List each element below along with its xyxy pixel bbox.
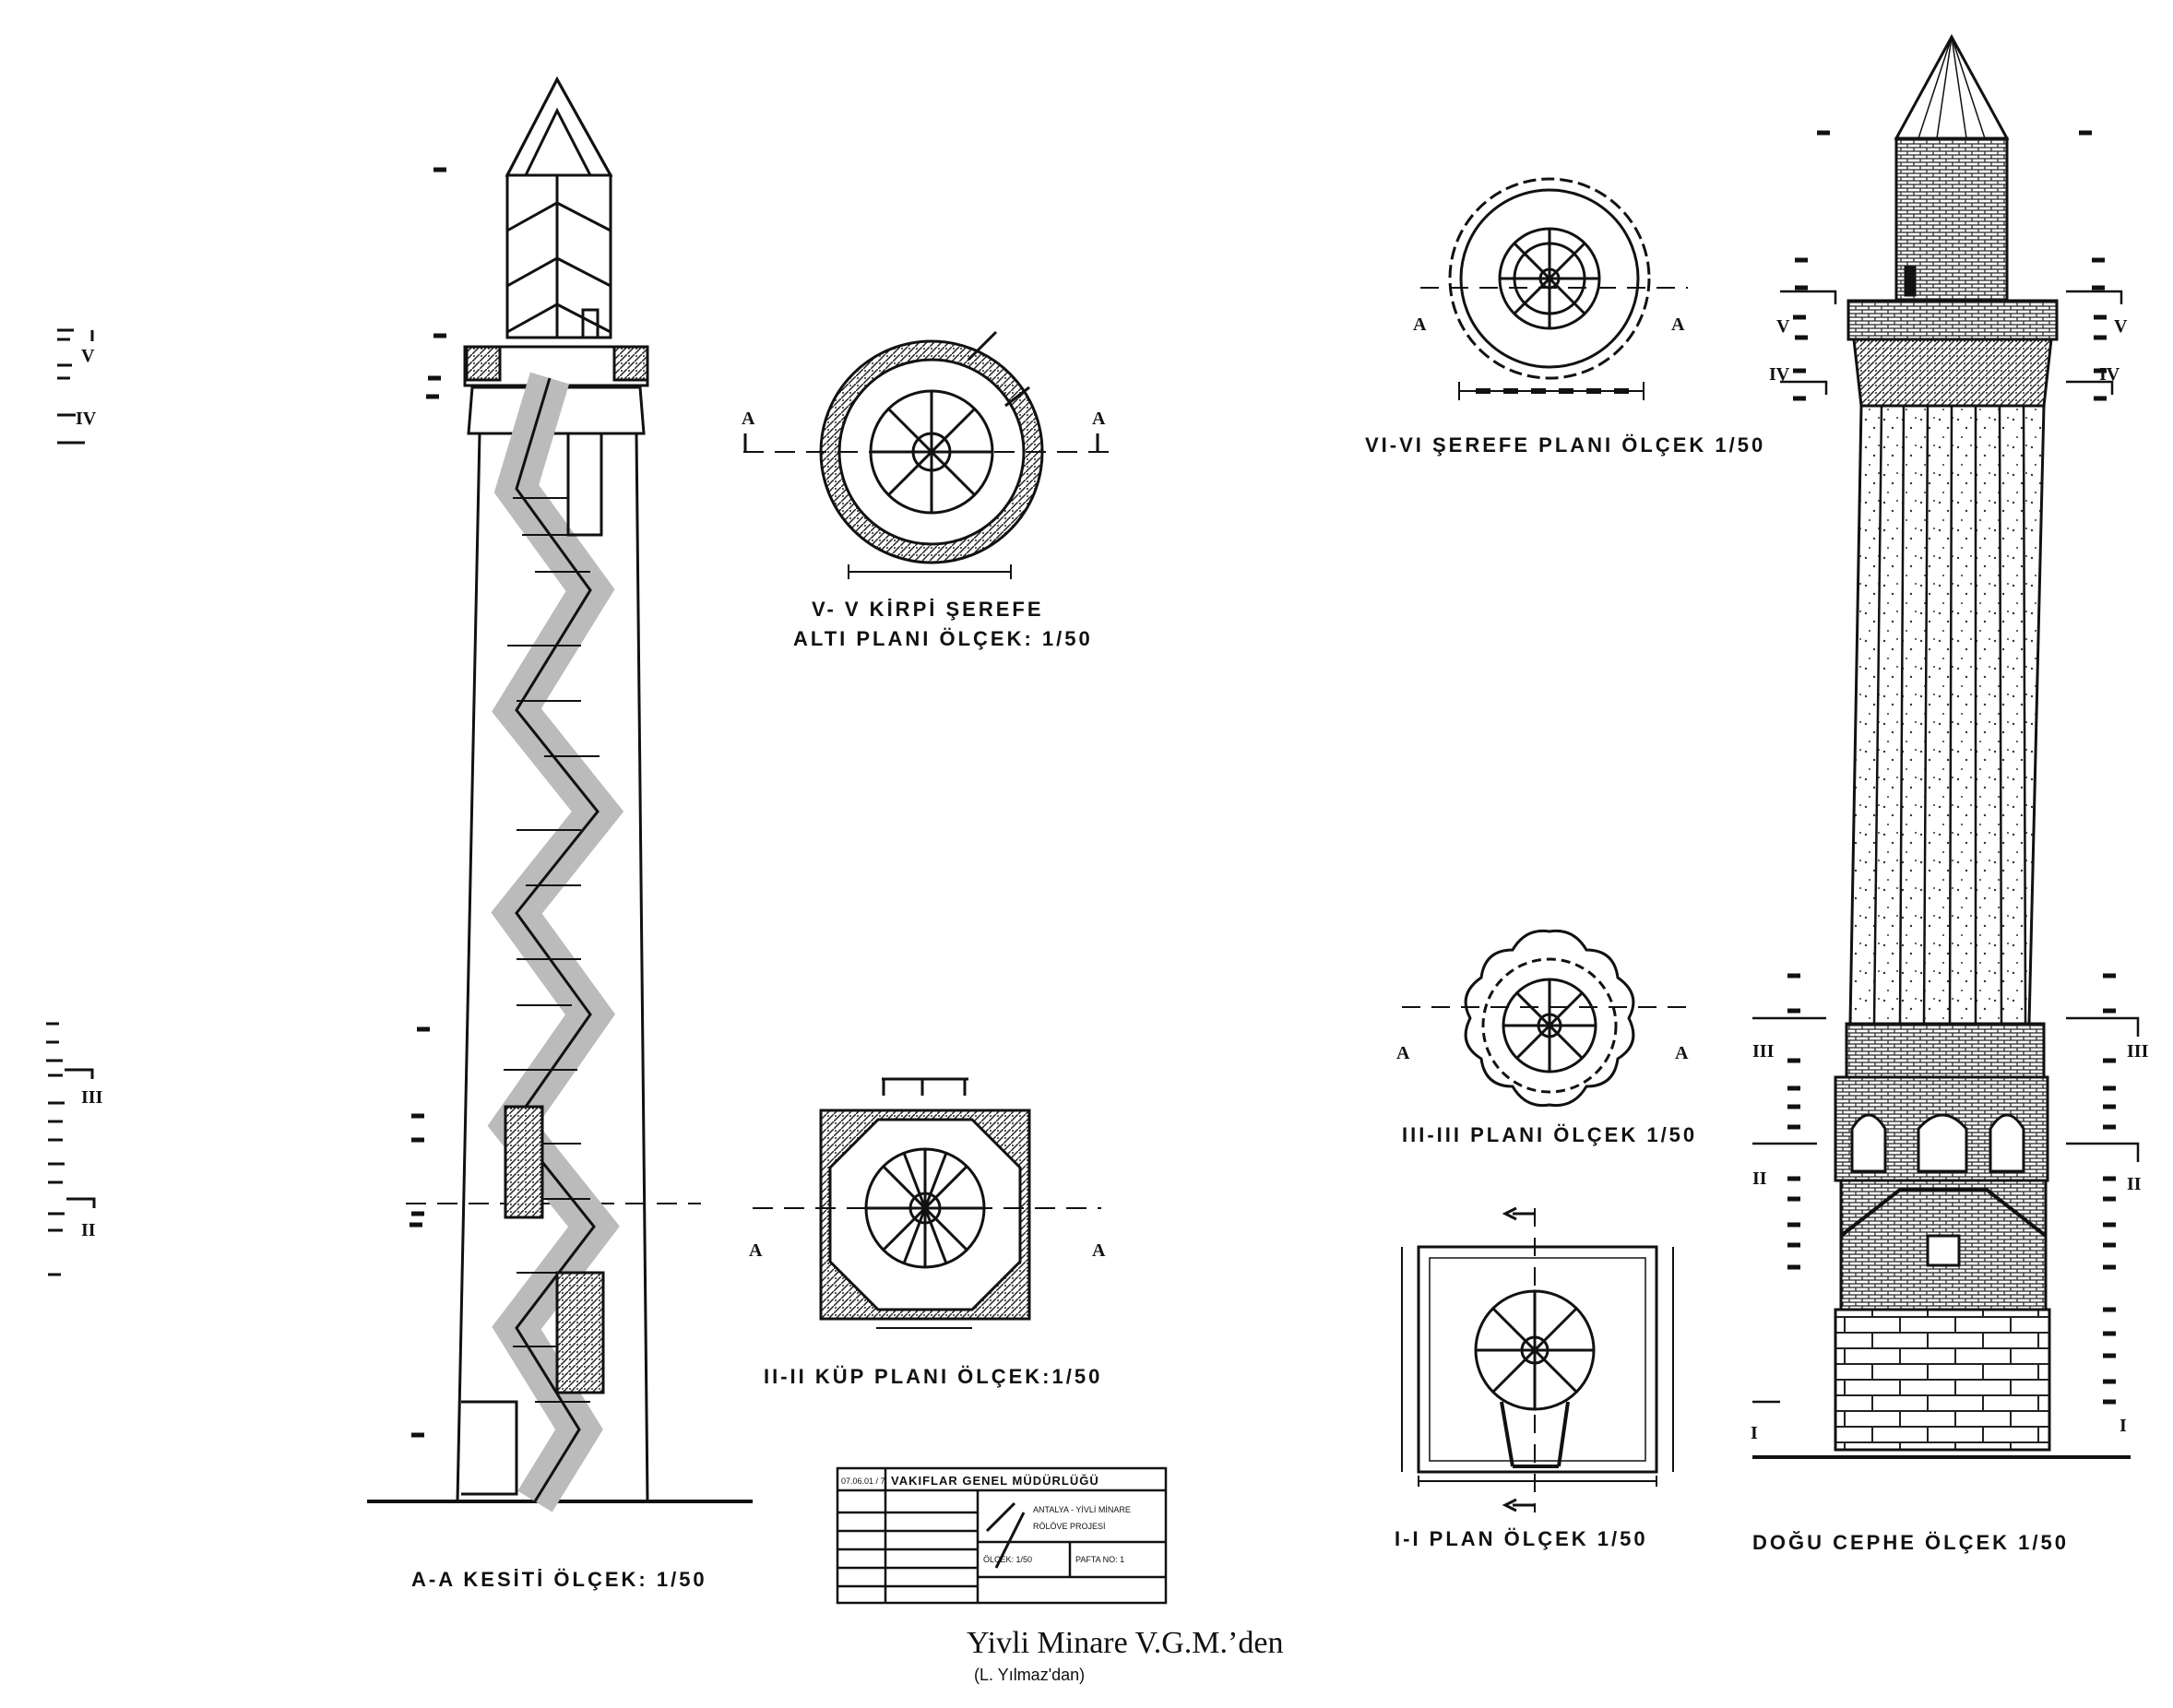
mark-a-plan-ii-left: A [749, 1240, 763, 1261]
section-spire [505, 76, 613, 177]
elevation-balcony [1846, 299, 2059, 341]
mark-ii-elevation-right: II [2127, 1174, 2142, 1194]
plan-iii-iii: A A [1396, 929, 1693, 1108]
plan-iii-label: III-III PLANI ÖLÇEK 1/50 [1402, 1123, 1697, 1146]
caption-title: Yivli Minare V.G.M.’den [967, 1626, 1283, 1660]
title-block [836, 1466, 1168, 1605]
title-block-sheet: PAFTA NO: 1 [1075, 1555, 1124, 1564]
caption-credit: (L. Yılmaz'dan) [974, 1666, 1085, 1684]
title-block-agency: VAKIFLAR GENEL MÜDÜRLÜĞÜ [891, 1474, 1099, 1488]
mark-a-plan-v-right: A [1092, 409, 1106, 429]
mark-a-plan-iii-right: A [1675, 1043, 1689, 1063]
section-lantern [505, 173, 612, 339]
section-a-a [367, 76, 753, 1512]
mark-ii-left: II [81, 1220, 96, 1240]
plan-ii-label: II-II KÜP PLANI ÖLÇEK:1/50 [764, 1365, 1102, 1388]
plan-i-label: I-I PLAN ÖLÇEK 1/50 [1395, 1527, 1648, 1550]
mark-iii-left: III [81, 1087, 103, 1108]
section-shaft-walls [456, 433, 649, 1502]
mark-v-elevation-right: V [2114, 316, 2128, 337]
title-block-project-type: RÖLÖVE PROJESİ [1033, 1522, 1106, 1531]
plan-vi-vi: A A [1413, 177, 1688, 400]
plan-i-i [1401, 1206, 1674, 1512]
elevation-spire [1894, 33, 2010, 140]
mark-a-plan-iii-left: A [1396, 1043, 1410, 1063]
plan-v-label-line2: ALTI PLANI ÖLÇEK: 1/50 [793, 627, 1093, 650]
mark-v-left: V [81, 346, 95, 366]
elevation-label: DOĞU CEPHE ÖLÇEK 1/50 [1752, 1531, 2069, 1554]
mark-i-elevation-right: I [2120, 1416, 2127, 1436]
mark-i-elevation-left: I [1751, 1423, 1758, 1443]
title-block-scale: ÖLÇEK: 1/50 [983, 1555, 1032, 1564]
elevation-fluted-shaft [1848, 404, 2046, 1026]
title-block-code: 07.06.01 / 7 [841, 1477, 885, 1486]
east-elevation [1752, 33, 2140, 1459]
mark-ii-elevation-left: II [1752, 1168, 1767, 1189]
mark-v-elevation-left: V [1776, 316, 1790, 337]
elevation-stone-plinth [1834, 1308, 2051, 1452]
section-a-a-label: A-A KESİTİ ÖLÇEK: 1/50 [411, 1568, 707, 1591]
mark-a-plan-vi-right: A [1671, 314, 1685, 335]
plan-v-label-line1: V- V KİRPİ ŞEREFE [812, 598, 1044, 621]
mark-iv-elevation-left: IV [1769, 364, 1790, 385]
mark-iv-elevation-right: IV [2099, 364, 2120, 385]
mark-iii-elevation-right: III [2127, 1041, 2149, 1062]
plan-ii-ii: A A [749, 1077, 1106, 1329]
mark-iv-left: IV [76, 409, 97, 429]
title-block-project: ANTALYA - YİVLİ MİNARE [1033, 1505, 1131, 1514]
mark-a-plan-ii-right: A [1092, 1240, 1106, 1261]
mark-a-plan-vi-left: A [1413, 314, 1427, 335]
mark-a-plan-v-left: A [742, 409, 755, 429]
plan-v-v: A A [742, 330, 1120, 579]
mark-iii-elevation-left: III [1752, 1041, 1775, 1062]
plan-vi-label: VI-VI ŞEREFE PLANI ÖLÇEK 1/50 [1365, 433, 1765, 457]
left-level-markers: V IV III II [46, 328, 103, 1276]
